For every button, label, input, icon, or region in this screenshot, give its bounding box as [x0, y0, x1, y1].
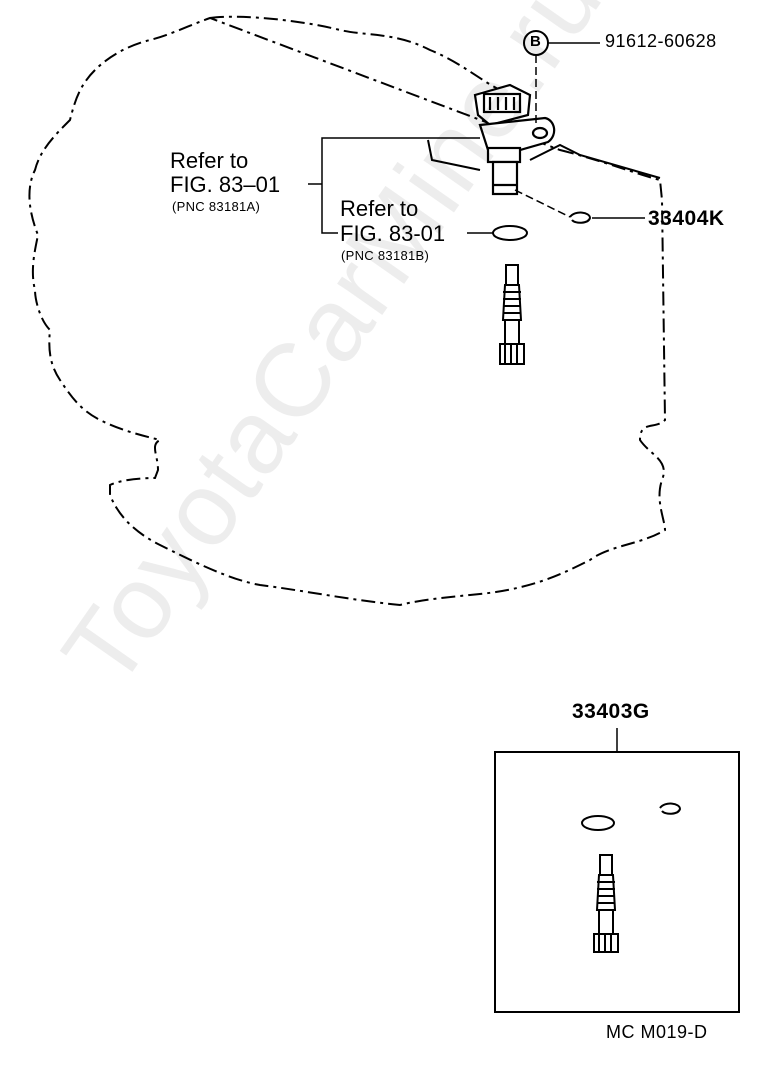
ref-b-line2[interactable]: FIG. 83-01: [340, 221, 446, 246]
bolt-part-number[interactable]: 91612-60628: [605, 31, 717, 51]
ref-a-line2[interactable]: FIG. 83–01: [170, 172, 281, 197]
ref-a-pnc: (PNC 83181A): [172, 199, 261, 214]
speed-sensor: [473, 83, 556, 196]
clip-dashed-leader: [514, 189, 571, 218]
transmission-case-outline: [28, 15, 667, 607]
case-flange: [427, 139, 661, 179]
clip: [569, 211, 592, 224]
bolt-marker-label: B: [530, 33, 541, 50]
kit-clip: [659, 802, 682, 815]
kit-part-number[interactable]: 33403G: [572, 700, 650, 723]
clip-part-number[interactable]: 33404K: [648, 207, 725, 230]
kit-o-ring: [581, 815, 615, 831]
figure-code: MC M019-D: [606, 1022, 708, 1042]
ref-a-line1: Refer to: [170, 148, 249, 173]
driven-gear-shaft: [499, 264, 525, 365]
o-ring: [492, 225, 528, 241]
kit-gear-shaft: [593, 854, 619, 953]
refer-bracket: [308, 137, 480, 234]
kit-box: [494, 751, 740, 1013]
ref-b-line1: Refer to: [340, 196, 419, 221]
ref-b-pnc: (PNC 83181B): [341, 248, 430, 263]
